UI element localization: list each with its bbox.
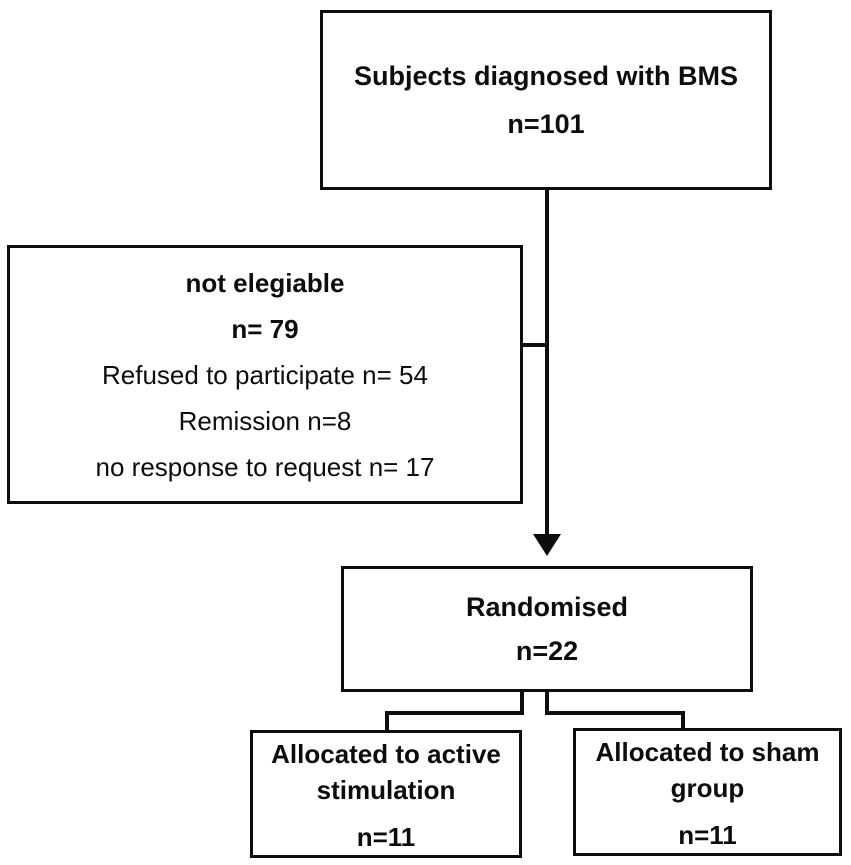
box-allocated-active: Allocated to active stimulation n=11 [250,730,522,858]
excluded-count: n= 79 [231,313,299,344]
box-not-eligible: not elegiable n= 79 Refused to participa… [7,245,523,504]
randomised-title: Randomised [465,591,629,622]
excluded-reason-no-response: no response to request n= 17 [95,451,435,482]
subjects-count: n=101 [507,108,585,139]
sham-title: Allocated to sham group [595,737,820,803]
excluded-reason-remission: Remission n=8 [178,405,352,436]
randomised-count: n=22 [515,635,579,666]
connector-active-branch-horizontal [385,711,524,715]
connector-sham-branch-vertical [681,711,685,728]
connector-excluded-branch [522,343,546,347]
excluded-title: not elegiable [185,267,345,298]
box-subjects-diagnosed: Subjects diagnosed with BMS n=101 [320,10,772,190]
box-randomised: Randomised n=22 [341,566,753,692]
active-count: n=11 [356,822,416,852]
box-allocated-sham: Allocated to sham group n=11 [573,728,842,856]
sham-count: n=11 [678,820,737,850]
connector-active-branch-vertical [385,711,389,730]
excluded-reason-refused: Refused to participate n= 54 [102,359,428,390]
connector-randomised-stub-left [520,692,524,715]
arrow-down-icon [533,534,561,556]
subjects-title: Subjects diagnosed with BMS [353,60,739,91]
connector-subjects-to-randomised [545,190,549,536]
connector-sham-branch-horizontal [545,711,685,715]
connector-randomised-stub-right [545,692,549,715]
active-title: Allocated to active stimulation [271,739,501,805]
